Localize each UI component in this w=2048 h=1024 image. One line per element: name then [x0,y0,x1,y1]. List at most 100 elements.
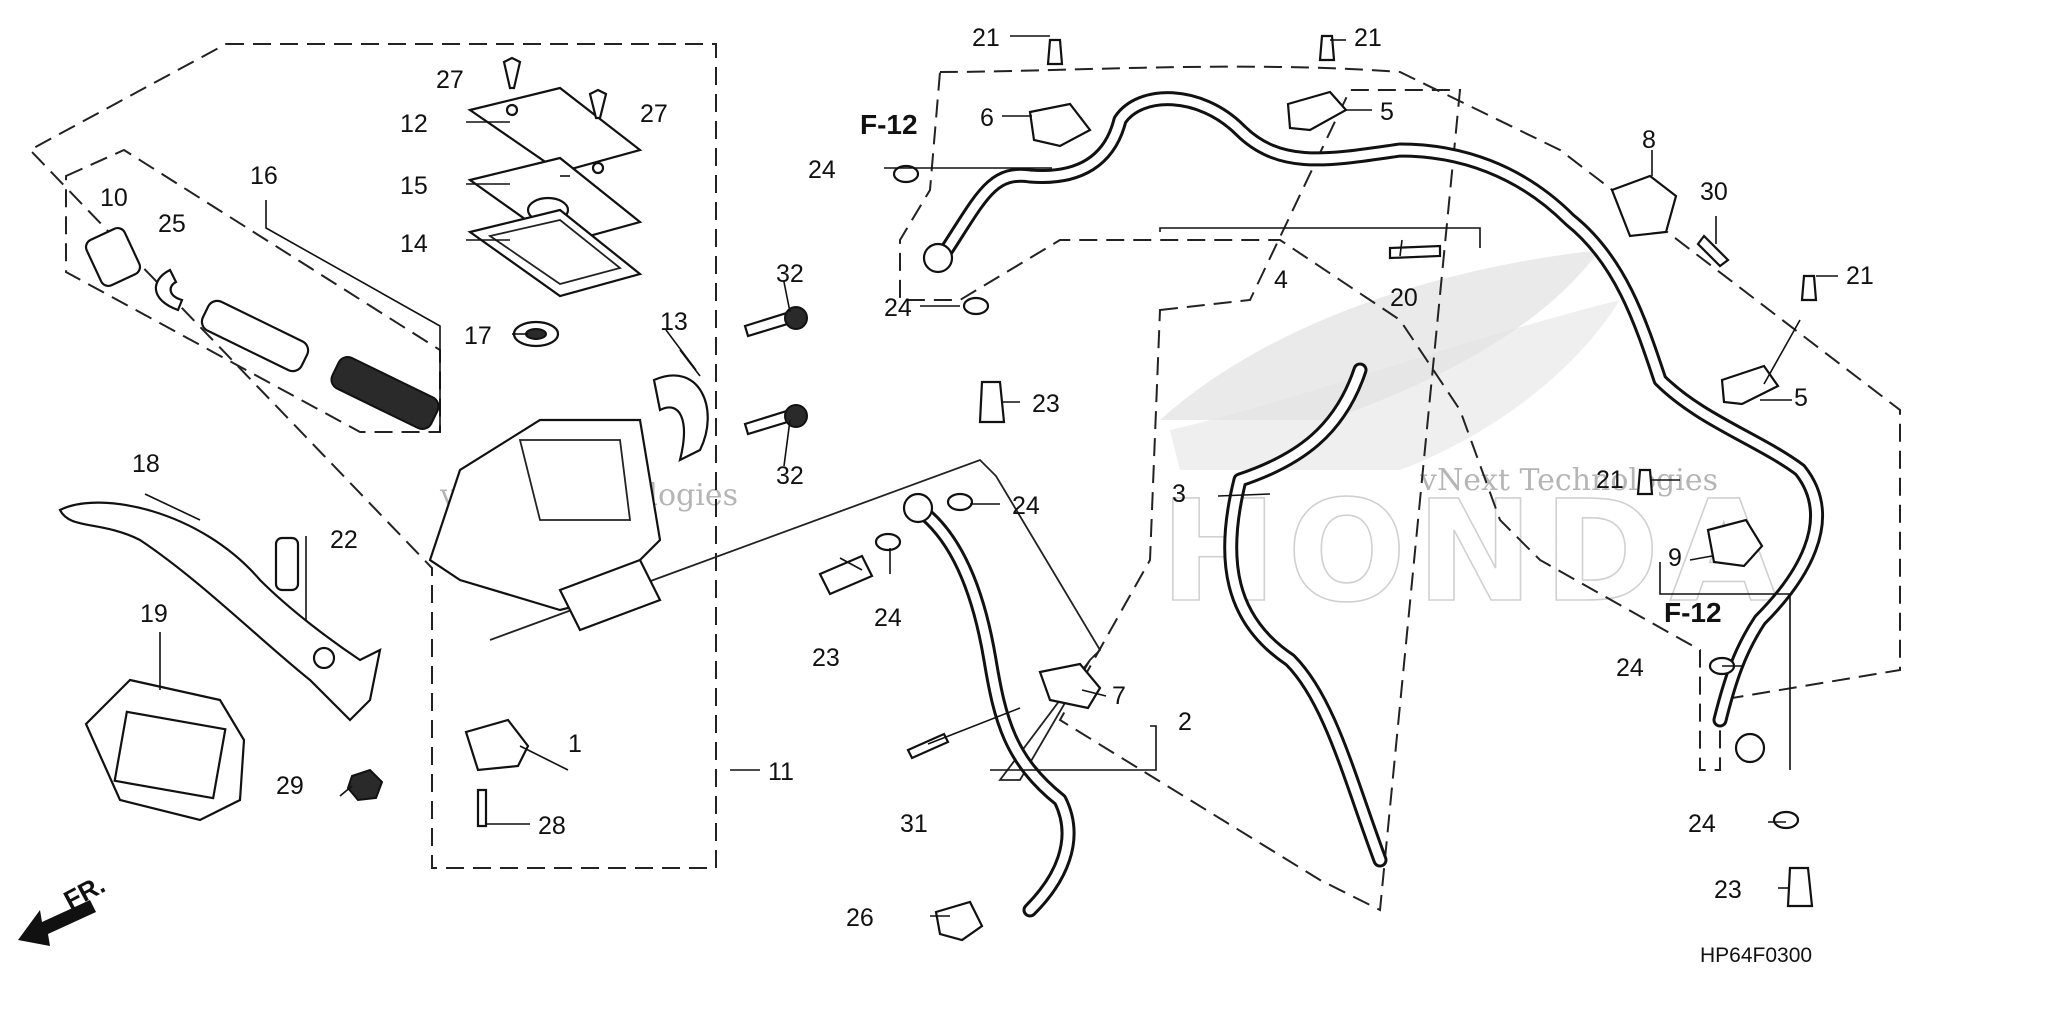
banjo-bolt-23-upper[interactable] [978,380,1006,424]
callout-24f[interactable]: 24 [1688,810,1716,838]
master-cylinder-body[interactable] [428,418,662,612]
diagram-code: HP64F0300 [1700,944,1812,967]
front-brake-switch[interactable] [464,718,530,772]
screw-27-left[interactable] [502,56,522,90]
callout-27b[interactable]: 27 [640,100,668,128]
callout-30[interactable]: 30 [1700,178,1728,206]
reference-f12-upper[interactable]: F-12 [860,109,918,140]
callout-18[interactable]: 18 [132,450,160,478]
bolt-20[interactable] [1388,244,1442,260]
switch-screw[interactable] [476,788,488,828]
washer-24-b[interactable] [962,296,990,316]
callout-23a[interactable]: 23 [1032,390,1060,418]
front-arrow-icon [18,900,96,946]
banjo-bolt-23-lower[interactable] [1786,866,1814,908]
callout-28[interactable]: 28 [538,812,566,840]
hose-clamp-5-lower[interactable] [1720,364,1780,406]
callout-21c[interactable]: 21 [1846,262,1874,290]
hose-clamp-8[interactable] [1610,174,1678,238]
callout-19[interactable]: 19 [140,600,168,628]
callout-3[interactable]: 3 [1172,480,1186,508]
banjo-fitting-hose-2[interactable] [902,492,934,524]
callout-31[interactable]: 31 [900,810,928,838]
lever-cover-inner [113,710,227,800]
piston[interactable] [199,298,312,375]
callout-5b[interactable]: 5 [1794,384,1808,412]
callout-1[interactable]: 1 [568,730,582,758]
callout-11[interactable]: 11 [768,758,794,786]
callout-6[interactable]: 6 [980,104,994,132]
callout-4[interactable]: 4 [1274,266,1288,294]
bolt-30[interactable] [1696,234,1730,268]
lever-pivot [312,646,336,670]
callout-14[interactable]: 14 [400,230,428,258]
washer-24-d[interactable] [874,532,902,552]
cylinder-bore[interactable] [558,558,662,632]
banjo-fitting-upper-left[interactable] [922,242,954,274]
callout-26[interactable]: 26 [846,904,874,932]
callout-21a[interactable]: 21 [972,24,1000,52]
handlebar-holder[interactable] [652,374,709,463]
hose-clip-26[interactable] [934,900,984,942]
callout-23b[interactable]: 23 [812,644,840,672]
holder-bolt-head-lower [784,404,808,428]
group-outlines [28,43,1901,912]
banjo-fitting-lower-right[interactable] [1734,732,1766,764]
callout-5a[interactable]: 5 [1380,98,1394,126]
callout-27a[interactable]: 27 [436,66,464,94]
watermark-wing-lower [1170,300,1620,470]
bolt-21-d[interactable] [1636,468,1654,496]
lever-pivot-nut[interactable] [346,768,384,802]
outline-hose-4 [899,65,1901,771]
callout-23c[interactable]: 23 [1714,876,1742,904]
callout-21b[interactable]: 21 [1354,24,1382,52]
piston-spring[interactable] [328,354,442,433]
callout-9[interactable]: 9 [1668,544,1682,572]
callout-24a[interactable]: 24 [808,156,836,184]
hose-clamp-6[interactable] [1028,102,1092,148]
callout-32b[interactable]: 32 [776,462,804,490]
bolt-31[interactable] [906,732,950,760]
hose-clamp-5-upper[interactable] [1286,90,1348,132]
lever-pivot-bolt[interactable] [274,536,300,592]
callout-21d[interactable]: 21 [1596,466,1624,494]
bolt-21-a[interactable] [1046,38,1064,66]
callout-2[interactable]: 2 [1178,708,1192,736]
callout-12[interactable]: 12 [400,110,428,138]
boot[interactable] [83,225,142,288]
watermark-brand-text: HONDA [1160,471,1788,634]
reference-f12-lower[interactable]: F-12 [1664,597,1722,628]
callout-25[interactable]: 25 [158,210,186,238]
reservoir-float-center [525,328,547,340]
callout-24e[interactable]: 24 [1616,654,1644,682]
callout-24c[interactable]: 24 [1012,492,1040,520]
diaphragm-inner [487,219,622,285]
callout-22[interactable]: 22 [330,526,358,554]
screw-27-right[interactable] [588,88,608,120]
washer-24-a[interactable] [892,164,920,184]
brake-lever[interactable] [58,501,382,722]
callout-17[interactable]: 17 [464,322,492,350]
bolt-21-c[interactable] [1800,274,1818,302]
brake-hose-2[interactable] [912,502,1076,918]
callout-15[interactable]: 15 [400,172,428,200]
washer-24-f[interactable] [1772,810,1800,830]
master-cylinder-window [518,439,632,521]
callout-32a[interactable]: 32 [776,260,804,288]
callout-8[interactable]: 8 [1642,126,1656,154]
hose-clamp-9[interactable] [1706,518,1764,568]
callout-13[interactable]: 13 [660,308,688,336]
callout-7[interactable]: 7 [1112,682,1126,710]
callout-10[interactable]: 10 [100,184,128,212]
callout-29[interactable]: 29 [276,772,304,800]
bolt-21-b[interactable] [1318,34,1336,62]
callout-16[interactable]: 16 [250,162,278,190]
hose-clamp-7[interactable] [1038,662,1102,710]
washer-24-c[interactable] [946,492,974,512]
snap-ring[interactable] [154,268,184,312]
callout-20[interactable]: 20 [1390,284,1418,312]
callout-24d[interactable]: 24 [874,604,902,632]
outline-lower-panel [489,458,1102,781]
callout-24b[interactable]: 24 [884,294,912,322]
